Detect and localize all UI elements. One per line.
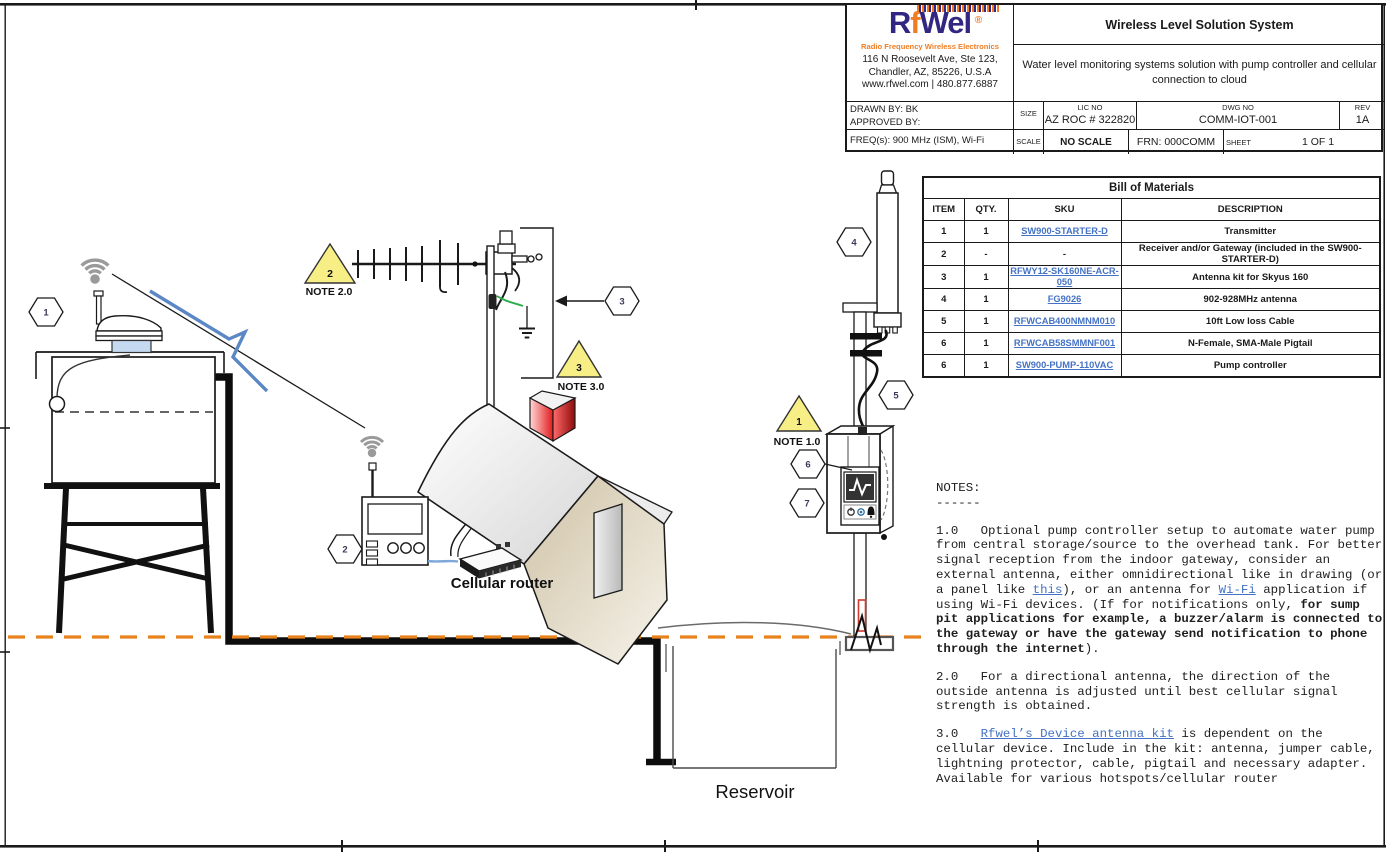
approved-by: APPROVED BY: <box>850 117 921 128</box>
callout-4: 4 <box>836 227 872 257</box>
sku-link[interactable]: RFWY12-SK160NE-ACR-050 <box>1010 266 1119 288</box>
note-2: 2.0 For a directional antenna, the direc… <box>936 669 1345 714</box>
svg-text:NOTE 2.0: NOTE 2.0 <box>306 286 353 298</box>
cellular-router: Cellular router <box>427 542 554 592</box>
table-row: 6 1 RFWCAB58SMMNF001 N-Female, SMA-Male … <box>922 332 1381 355</box>
bill-of-materials-table: Bill of Materials ITEM QTY. SKU DESCRIPT… <box>922 176 1381 378</box>
notes-underline: ------ <box>936 495 981 510</box>
lightning-ground <box>496 295 535 339</box>
sku-link[interactable]: RFWCAB58SMMNF001 <box>1013 338 1116 348</box>
scale-label-cell: SCALE <box>1014 130 1044 154</box>
cellular-router-label: Cellular router <box>451 575 554 592</box>
notes-heading: NOTES: <box>936 481 981 495</box>
title-block: RfWel ® Radio Frequency Wireless Electro… <box>845 3 1385 154</box>
kit-bracket <box>520 227 604 379</box>
float-sensor <box>48 395 66 413</box>
drawn-approved-cell: DRAWN BY: BK APPROVED BY: <box>847 102 1014 130</box>
svg-text:6: 6 <box>805 460 810 471</box>
svg-text:4: 4 <box>851 238 857 249</box>
svg-text:3: 3 <box>619 297 624 308</box>
col-item: ITEM <box>922 198 965 221</box>
notes-block: NOTES: ------ 1.0 Optional pump controll… <box>936 481 1386 786</box>
chimney <box>528 390 577 443</box>
license-cell: LIC NO AZ ROC # 322820 <box>1044 102 1137 130</box>
pump-controller <box>824 424 896 540</box>
callout-5: 5 <box>878 380 914 410</box>
note-1: 1.0 Optional pump controller setup to au… <box>936 523 1383 656</box>
callout-7: 7 <box>789 488 825 518</box>
house-door <box>593 503 623 599</box>
logo-tagline: Radio Frequency Wireless Electronics <box>861 42 999 51</box>
table-row: 5 1 RFWCAB400NMNM010 10ft Low loss Cable <box>922 310 1381 333</box>
svg-text:7: 7 <box>804 499 809 510</box>
svg-text:NOTE 3.0: NOTE 3.0 <box>558 381 605 393</box>
table-row: 1 1 SW900-STARTER-D Transmitter <box>922 220 1381 243</box>
size-cell: SIZE <box>1014 102 1044 130</box>
water-tank <box>35 351 225 484</box>
table-row: 2 - - Receiver and/or Gateway (included … <box>922 242 1381 266</box>
note-triangle-3: 3 NOTE 3.0 <box>555 339 605 393</box>
svg-text:5: 5 <box>893 391 899 402</box>
reservoir: Reservoir <box>657 621 852 802</box>
tank-stand <box>44 483 220 634</box>
freq-cell: FREQ(s): 900 MHz (ISM), Wi-Fi <box>847 130 1014 154</box>
company-logo: RfWel ® Radio Frequency Wireless Electro… <box>847 5 1014 102</box>
house <box>417 403 673 665</box>
bom-title: Bill of Materials <box>922 176 1381 199</box>
scale-value-cell: NO SCALE <box>1044 130 1129 154</box>
sku-link[interactable]: SW900-STARTER-D <box>1021 226 1108 236</box>
company-address: 116 N Roosevelt Ave, Ste 123, Chandler, … <box>861 54 998 90</box>
note-triangle-2: 2 NOTE 2.0 <box>303 242 357 298</box>
svg-text:NOTE 1.0: NOTE 1.0 <box>774 436 821 448</box>
svg-text:2: 2 <box>342 545 347 556</box>
yagi-antenna <box>352 230 543 294</box>
gateway-device <box>359 435 429 566</box>
svg-text:1: 1 <box>43 308 49 319</box>
svg-text:2: 2 <box>327 268 333 280</box>
antenna-mast-house <box>450 245 509 558</box>
col-sku: SKU <box>1007 198 1122 221</box>
callout-1: 1 <box>28 297 64 327</box>
sku-link[interactable]: SW900-PUMP-110VAC <box>1015 360 1114 370</box>
callout-3: 3 <box>604 286 640 316</box>
registered-mark: ® <box>974 15 983 26</box>
table-row: 6 1 SW900-PUMP-110VAC Pump controller <box>922 354 1381 378</box>
dwg-no-cell: DWG NO COMM-IOT-001 <box>1137 102 1340 130</box>
frn-cell: FRN: 000COMM <box>1129 130 1224 154</box>
svg-text:1: 1 <box>796 417 802 428</box>
logo-barcode-stripes <box>916 5 999 12</box>
sheet-cell: SHEET 1 OF 1 <box>1226 136 1335 148</box>
omni-antenna <box>873 170 902 334</box>
reservoir-label: Reservoir <box>715 781 794 802</box>
drawing-description: Water level monitoring systems solution … <box>1014 45 1385 102</box>
table-row: 3 1 RFWY12-SK160NE-ACR-050 Antenna kit f… <box>922 265 1381 289</box>
sku-link[interactable]: RFWCAB400NMNM010 <box>1013 316 1116 326</box>
table-row: 4 1 FG9026 902-928MHz antenna <box>922 288 1381 311</box>
panel-antenna-link[interactable]: this <box>1032 582 1063 597</box>
svg-text:3: 3 <box>576 363 582 374</box>
bom-title-row: Bill of Materials <box>922 176 1381 199</box>
note-triangle-1: 1 NOTE 1.0 <box>774 394 823 448</box>
level-transmitter <box>93 290 163 354</box>
callout-6: 6 <box>790 449 853 479</box>
wifi-antenna-link[interactable]: Wi-Fi <box>1218 582 1256 597</box>
wifi-icon <box>80 258 110 284</box>
rev-cell: REV 1A <box>1340 102 1385 130</box>
note-3: 3.0 Rfwel’s Device antenna kit is depend… <box>936 727 1383 786</box>
pump-probe <box>844 599 895 654</box>
col-description: DESCRIPTION <box>1120 198 1381 221</box>
drawing-title: Wireless Level Solution System <box>1014 5 1385 45</box>
rf-link-bolt <box>111 273 366 429</box>
sku-link[interactable]: FG9026 <box>1047 294 1082 304</box>
water-pipe <box>208 373 676 766</box>
bom-header-row: ITEM QTY. SKU DESCRIPTION <box>922 198 1381 221</box>
rfwel-logo: RfWel ® <box>889 5 999 42</box>
drawn-by: DRAWN BY: BK <box>850 104 919 115</box>
col-qty: QTY. <box>963 198 1009 221</box>
device-antenna-kit-link[interactable]: Rfwel’s Device antenna kit <box>980 727 1174 742</box>
callout-2: 2 <box>327 534 363 564</box>
